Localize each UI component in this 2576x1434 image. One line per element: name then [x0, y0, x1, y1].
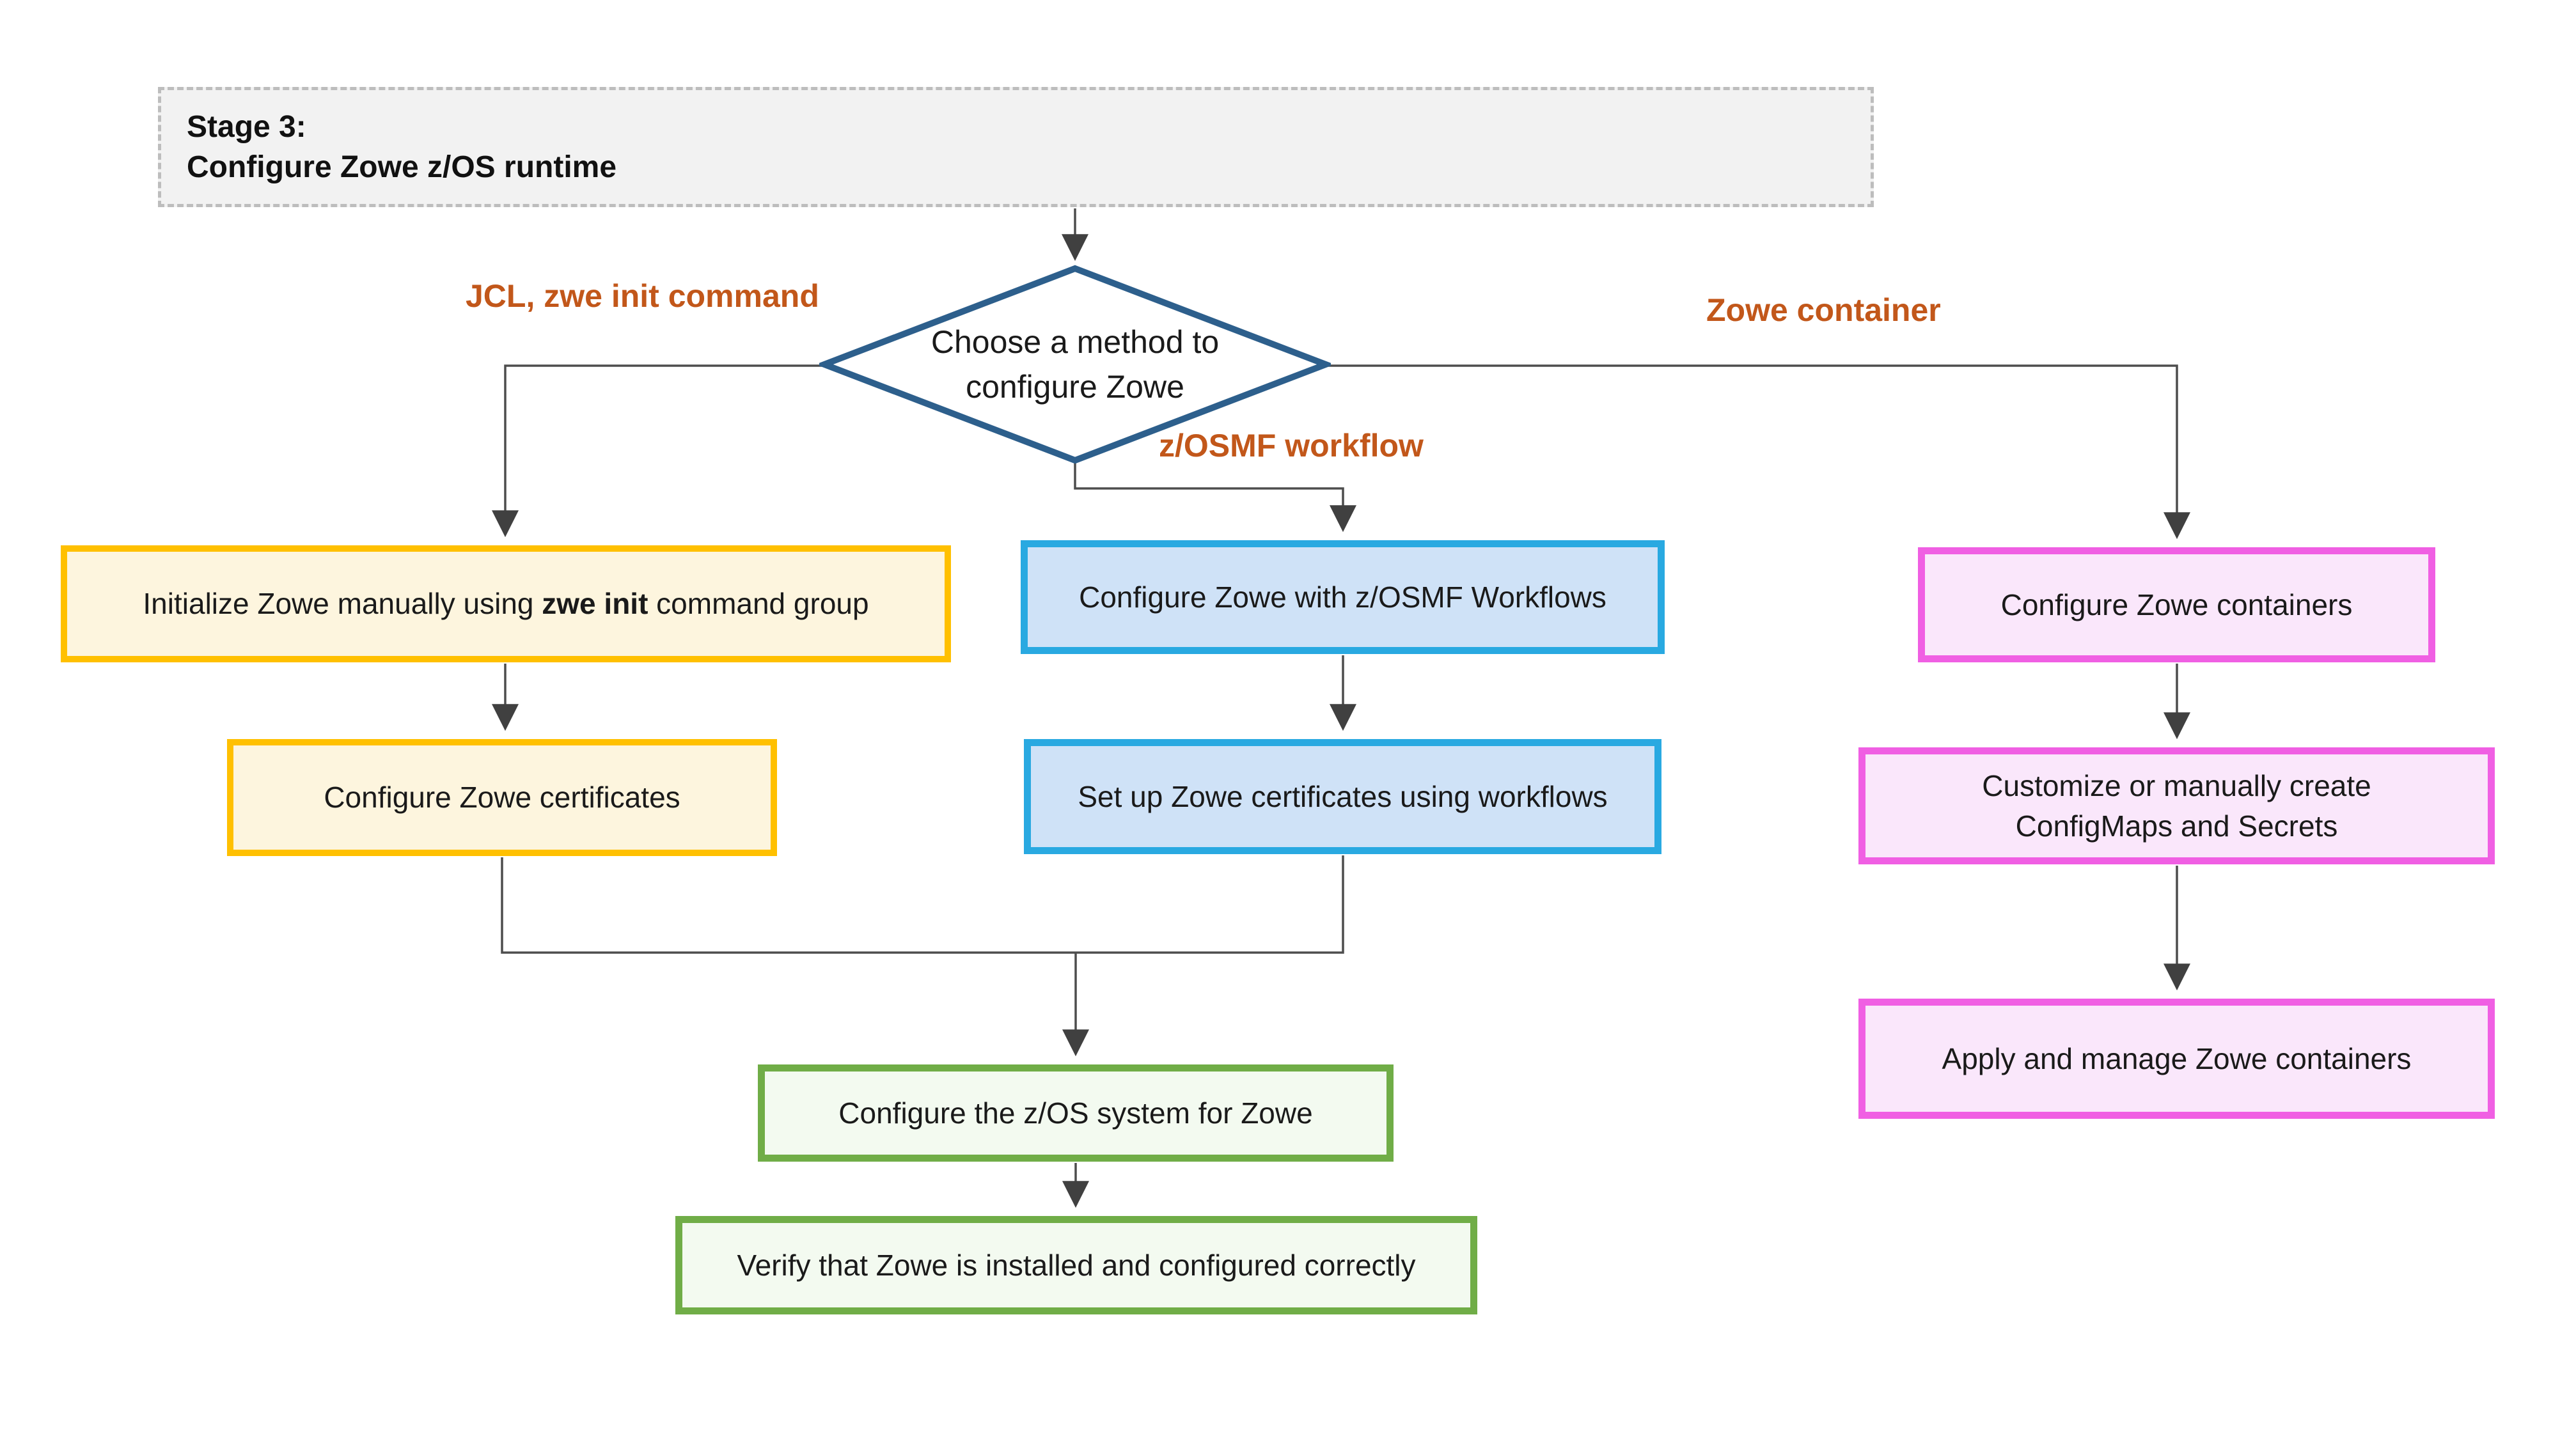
- decision-text-line1: Choose a method to: [931, 324, 1220, 360]
- node-text: Configure Zowe certificates: [324, 781, 680, 814]
- node-text: Apply and manage Zowe containers: [1942, 1041, 2412, 1075]
- node-customize-configmaps-secrets: Customize or manually create ConfigMaps …: [1858, 747, 2495, 864]
- configmaps-line2: ConfigMaps and Secrets: [2015, 809, 2338, 843]
- node-configure-zowe-containers: Configure Zowe containers: [1918, 547, 2435, 662]
- node-initialize-zowe-manually: Initialize Zowe manually using zwe init …: [61, 545, 951, 662]
- branch-label-zowe-container: Zowe container: [1706, 292, 1941, 328]
- node-text: Configure Zowe with z/OSMF Workflows: [1079, 580, 1606, 614]
- node-configure-zos-system: Configure the z/OS system for Zowe: [758, 1064, 1394, 1162]
- node-configure-zowe-certificates: Configure Zowe certificates: [227, 739, 777, 856]
- node-text: Configure the z/OS system for Zowe: [838, 1096, 1313, 1130]
- node-text: Configure Zowe containers: [2000, 588, 2353, 621]
- node-setup-certificates-workflows: Set up Zowe certificates using workflows: [1024, 739, 1661, 854]
- node-apply-manage-containers: Apply and manage Zowe containers: [1858, 999, 2495, 1119]
- stage-title-line2: Configure Zowe z/OS runtime: [187, 150, 617, 184]
- stage-header: Stage 3: Configure Zowe z/OS runtime: [158, 87, 1874, 207]
- decision-text: Choose a method to configure Zowe: [819, 263, 1331, 465]
- node-text: Customize or manually create ConfigMaps …: [1982, 766, 2371, 845]
- connector-decision-to-zosmf: [1074, 463, 1356, 533]
- branch-label-jcl-zwe-init: JCL, zwe init command: [466, 278, 819, 314]
- init-text-bold: zwe init: [542, 587, 648, 621]
- node-verify-zowe-installed: Verify that Zowe is installed and config…: [675, 1216, 1477, 1314]
- init-text-suffix: command group: [648, 587, 869, 621]
- node-configure-zowe-zosmf-workflows: Configure Zowe with z/OSMF Workflows: [1021, 540, 1665, 654]
- decision-text-line2: configure Zowe: [966, 369, 1184, 405]
- connector-decision-to-init: [492, 364, 827, 538]
- stage-title-line1: Stage 3:: [187, 109, 306, 144]
- connector-decision-to-containers: [1323, 364, 2190, 540]
- node-text: Initialize Zowe manually using zwe init …: [143, 584, 868, 623]
- node-text: Verify that Zowe is installed and config…: [737, 1248, 1416, 1282]
- connector-certs-merge: [501, 857, 1076, 954]
- configmaps-line1: Customize or manually create: [1982, 769, 2371, 803]
- connector-wfcerts-merge: [1076, 855, 1344, 954]
- branch-label-zosmf-workflow: z/OSMF workflow: [1159, 428, 1424, 464]
- diamond-shape: [819, 265, 1331, 464]
- init-text-prefix: Initialize Zowe manually using: [143, 587, 542, 621]
- node-text: Set up Zowe certificates using workflows: [1078, 779, 1608, 813]
- decision-diamond: Choose a method to configure Zowe: [819, 263, 1331, 465]
